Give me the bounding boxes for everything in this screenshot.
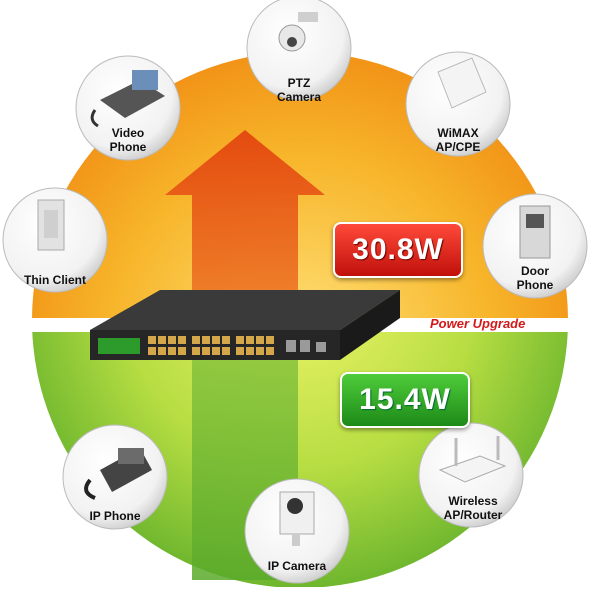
thin-client-bubble: [2, 187, 108, 293]
wimax-bubble: [405, 51, 511, 157]
video-phone-bubble: [75, 55, 181, 161]
video-phone-label: Video Phone: [98, 126, 158, 154]
wimax-label-line2: AP/CPE: [435, 140, 481, 154]
wireless-router-label: Wireless AP/Router: [436, 494, 510, 522]
door-phone-label-line1: Door: [521, 264, 549, 278]
ip-phone-icon: [84, 448, 152, 500]
video-phone-icon: [90, 70, 165, 128]
wimax-label-line1: WiMAX: [437, 126, 479, 140]
thin-client-label-line1: Thin Client: [24, 273, 86, 287]
video-phone-label-line1: Video: [111, 126, 145, 140]
thin-client-icon: [37, 199, 65, 251]
door-phone-bubble: [482, 193, 588, 299]
wireless-router-label-line1: Wireless: [448, 494, 498, 508]
video-phone-label-line2: Phone: [109, 140, 147, 154]
wimax-label: WiMAX AP/CPE: [428, 126, 488, 154]
ip-camera-label: IP Camera: [262, 559, 332, 573]
ip-phone-bubble: [62, 424, 168, 530]
ip-phone-label-line1: IP Phone: [89, 509, 141, 523]
wimax-icon: [437, 57, 487, 109]
wireless-router-label-line2: AP/Router: [443, 508, 503, 522]
door-phone-icon: [519, 205, 551, 259]
wireless-router-icon: [438, 436, 507, 483]
high-power-badge: 30.8W: [333, 222, 463, 278]
low-power-badge: 15.4W: [340, 372, 470, 428]
ip-camera-icon: [279, 491, 315, 546]
ptz-camera-icon: [298, 12, 318, 22]
door-phone-label-line2: Phone: [516, 278, 554, 292]
ptz-camera-bubble: [246, 0, 352, 101]
ip-camera-label-line1: IP Camera: [267, 559, 327, 573]
ptz-camera-label: PTZ Camera: [269, 76, 329, 104]
ip-camera-bubble: [244, 478, 350, 584]
door-phone-label: Door Phone: [505, 264, 565, 292]
poe-switch: [90, 290, 400, 360]
thin-client-label: Thin Client: [15, 273, 95, 287]
ptz-camera-label-line1: PTZ: [287, 76, 311, 90]
wireless-router-bubble: [418, 422, 524, 528]
power-upgrade-label: Power Upgrade: [430, 316, 526, 331]
ptz-camera-label-line2: Camera: [276, 90, 322, 104]
ip-phone-label: IP Phone: [80, 509, 150, 523]
